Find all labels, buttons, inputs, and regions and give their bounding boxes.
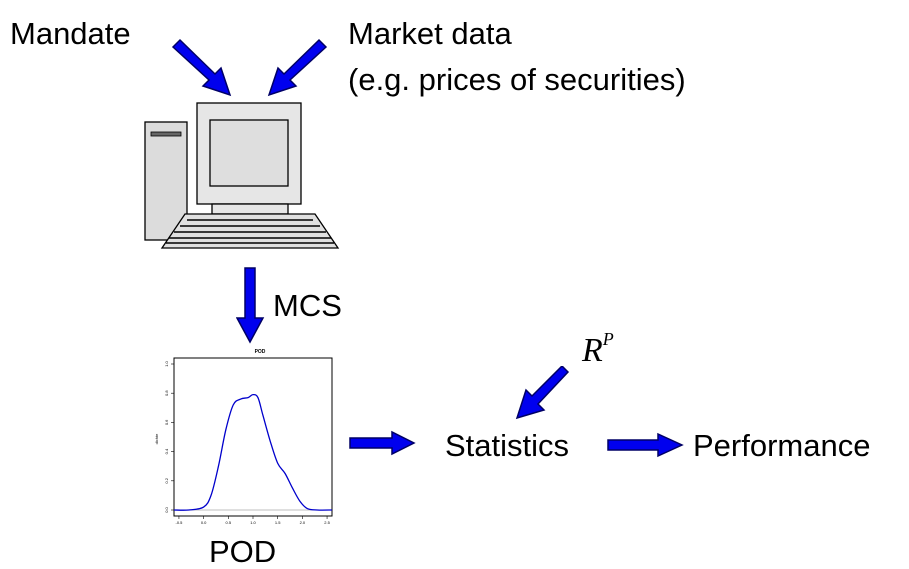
market-data-arrow (267, 38, 328, 97)
density-curve (173, 393, 333, 511)
x-tick-label: 1.5 (275, 520, 281, 524)
mcs-label: MCS (273, 288, 342, 323)
pod-to-statistics-arrow (349, 430, 416, 456)
statistics-to-performance-arrow (607, 432, 684, 458)
x-tick-label: 1.0 (250, 520, 256, 524)
mandate-label: Mandate (10, 16, 131, 51)
y-tick-label: 1.0 (164, 360, 169, 366)
x-tick-label: 2.5 (324, 520, 330, 524)
mcs-arrow (236, 267, 265, 344)
y-tick-label: 0.2 (164, 477, 169, 483)
x-tick-label: 0.0 (201, 520, 207, 524)
x-tick-label: -0.5 (175, 520, 183, 524)
market-data-label: Market data (348, 16, 512, 51)
market-data-example-label: (e.g. prices of securities) (348, 62, 686, 97)
y-tick-label: 0.8 (164, 390, 169, 396)
plot-frame (173, 357, 333, 517)
mandate-arrow (171, 38, 232, 97)
pod-density-chart: POD dichte -0.5 0.0 0.5 1.0 1.5 2.0 2.5 0.0 0.2… (154, 349, 333, 524)
pod-label: POD (209, 534, 277, 569)
chart-title: POD (255, 349, 266, 355)
rp-arrow (515, 366, 570, 420)
y-axis-label: dichte (154, 433, 159, 444)
x-tick-label: 0.5 (226, 520, 232, 524)
y-tick-label: 0.4 (164, 448, 169, 454)
y-tick-label: 0.0 (164, 506, 169, 512)
rp-label: RP (582, 328, 614, 370)
y-tick-label: 0.6 (164, 419, 169, 425)
performance-label: Performance (693, 428, 871, 463)
x-tick-label: 2.0 (300, 520, 306, 524)
computer-icon (144, 102, 340, 249)
rp-base: R (582, 332, 603, 369)
rp-superscript: P (602, 328, 614, 349)
statistics-label: Statistics (445, 428, 570, 463)
